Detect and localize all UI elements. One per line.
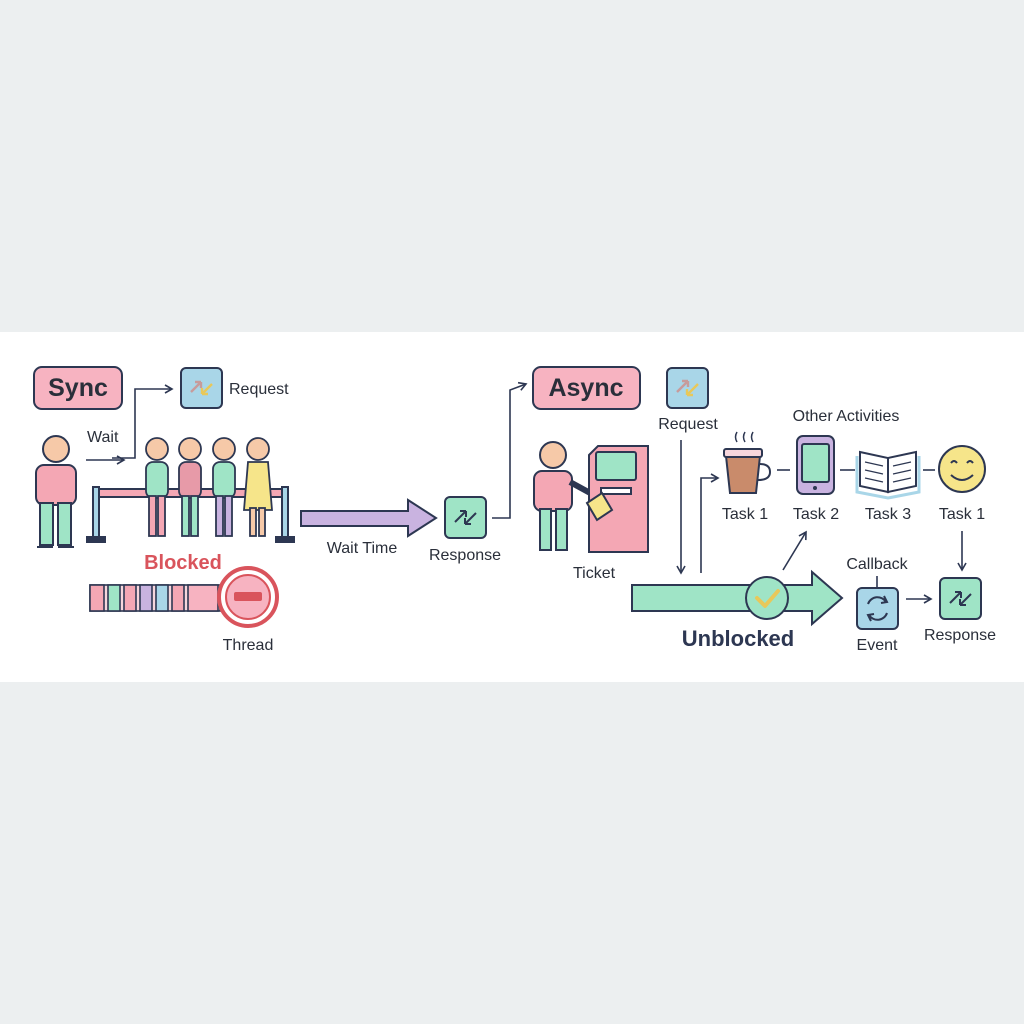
async-to-activities-arrow — [700, 473, 720, 573]
sync-response-label: Response — [429, 547, 501, 564]
async-request-icon — [666, 367, 709, 409]
async-title: Async — [548, 374, 623, 402]
sync-wait-label: Wait — [87, 429, 119, 446]
book-icon — [855, 450, 921, 500]
coffee-icon — [723, 431, 772, 494]
unblocked-to-task-arrow — [782, 530, 807, 571]
task-label-1: Task 1 — [722, 506, 768, 523]
other-activities-label: Other Activities — [793, 408, 900, 425]
async-response-label: Response — [924, 627, 996, 644]
sync-title: Sync — [48, 374, 108, 402]
sync-response-icon — [444, 496, 487, 539]
event-label: Event — [857, 637, 898, 654]
blocked-label: Blocked — [144, 552, 222, 574]
wait-time-label: Wait Time — [327, 540, 398, 557]
task-label-4: Task 1 — [939, 506, 985, 523]
blocked-stop-icon — [217, 566, 279, 628]
sync-title-badge: Sync — [33, 366, 123, 410]
ticket-kiosk-icon — [585, 445, 649, 553]
async-response-icon — [939, 577, 982, 620]
callback-label: Callback — [846, 556, 908, 573]
unblocked-arrow — [631, 569, 844, 627]
event-icon — [856, 587, 899, 630]
response-to-async-arrow — [492, 381, 528, 519]
smiley-icon — [938, 445, 986, 493]
async-title-badge: Async — [532, 366, 641, 410]
check-icon — [745, 576, 789, 620]
async-request-label: Request — [658, 416, 718, 433]
phone-icon — [796, 435, 835, 495]
unblocked-label: Unblocked — [682, 626, 794, 651]
ticket-label: Ticket — [573, 565, 616, 582]
wait-time-arrow — [300, 498, 438, 538]
sync-request-icon — [180, 367, 223, 409]
thread-bar — [89, 584, 221, 612]
sync-person-icon — [35, 435, 77, 548]
sync-request-label: Request — [229, 381, 289, 398]
thread-label: Thread — [223, 637, 274, 654]
task-label-2: Task 2 — [793, 506, 839, 523]
queue-people — [145, 437, 273, 537]
task-label-3: Task 3 — [865, 506, 911, 523]
async-person-icon — [533, 441, 594, 551]
